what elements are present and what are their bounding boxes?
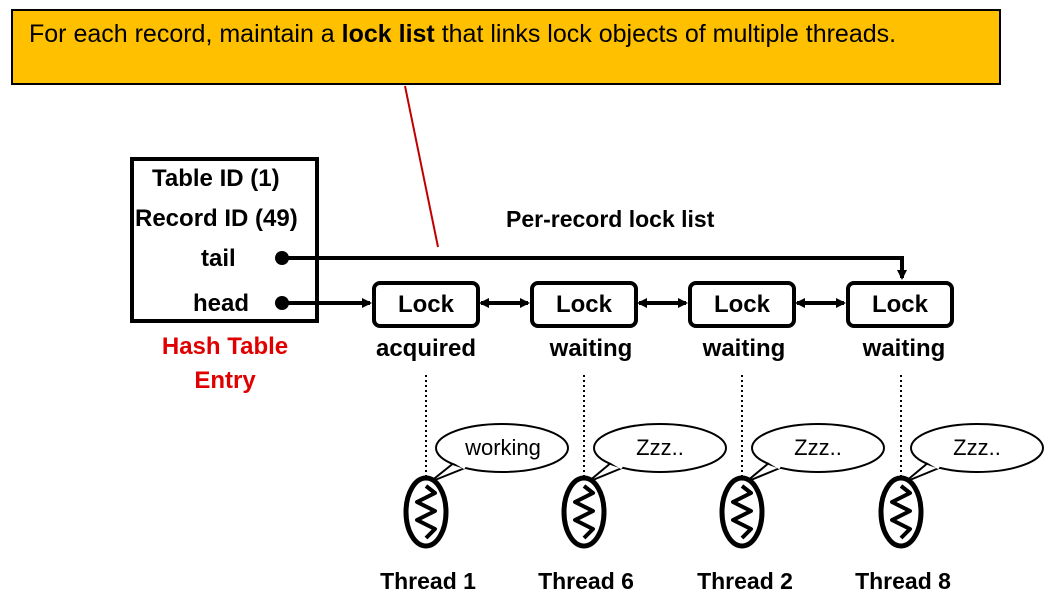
lock-state-3: waiting [702,335,786,362]
bubble-text-1: working [465,435,541,460]
tail-label: tail [201,245,236,272]
bubble-text-4: Zzz.. [953,435,1001,460]
bubble-text-3: Zzz.. [794,435,842,460]
lock-box-1: Lock [372,281,480,328]
callout-text: For each record, maintain a lock list th… [29,17,989,52]
thread-label-2: Thread 6 [538,568,634,594]
table-id-label: Table ID (1) [152,165,280,192]
hash-table-caption-line2: Entry [194,367,256,394]
speech-bubble-3 [745,423,885,483]
callout-box: For each record, maintain a lock list th… [11,9,1001,85]
thread-icon [878,475,924,549]
lock-state-4: waiting [862,335,946,362]
hash-table-caption-line1: Hash Table [161,333,289,360]
callout-pointer-line [404,85,439,248]
thread-icon [719,475,765,549]
lock-state-1: acquired [375,335,477,362]
thread-label-3: Thread 2 [697,568,793,594]
lock-box-2: Lock [530,281,638,328]
thread-label-4: Thread 8 [855,568,951,594]
callout-text-start: For each record, maintain a [29,20,342,48]
lock-list-title: Per-record lock list [506,206,715,232]
speech-bubble-1 [429,423,569,483]
thread-label-1: Thread 1 [380,568,476,594]
head-label: head [193,290,250,317]
bubble-text-2: Zzz.. [636,435,684,460]
thread-icon [403,475,449,549]
thread-icon [561,475,607,549]
callout-text-end: that links lock objects of multiple thre… [434,20,897,48]
callout-text-bold: lock list [341,20,435,48]
lock-box-4: Lock [846,281,954,328]
speech-bubble-2 [587,423,727,483]
hash-table-entry-box [130,157,319,323]
tail-pointer-arrow [282,256,907,280]
speech-bubble-4 [904,423,1044,483]
lock-box-3: Lock [688,281,796,328]
record-id-label: Record ID (49) [135,205,298,232]
lock-state-2: waiting [549,335,633,362]
